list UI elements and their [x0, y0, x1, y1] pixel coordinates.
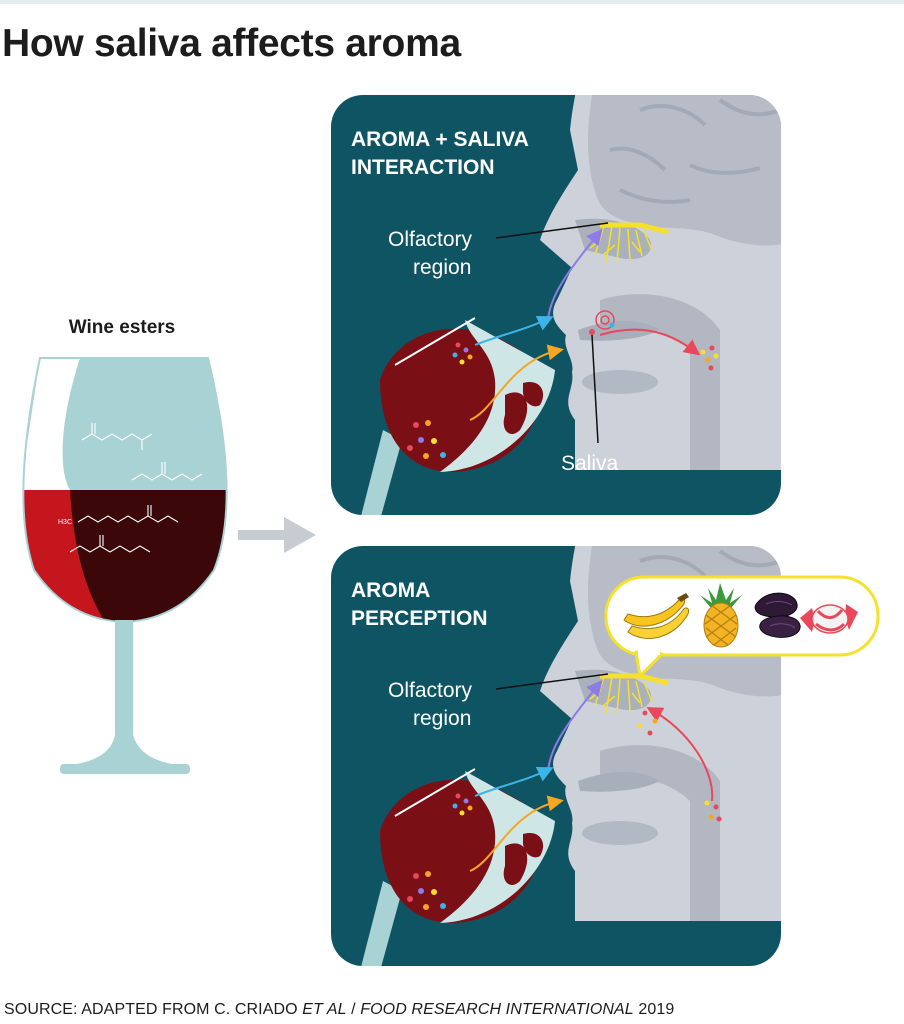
- flow-arrow: [238, 517, 316, 553]
- panel-aroma-saliva-interaction: AROMA + SALIVA INTERACTION Olfactory reg…: [331, 95, 781, 515]
- candy-icon: [800, 604, 858, 634]
- wine-glass: Wine esters H3C: [22, 317, 228, 774]
- dried-plum-icon: [754, 592, 801, 638]
- source-et-al: ET AL: [302, 1001, 347, 1018]
- panel-bottom-heading-line2: PERCEPTION: [351, 607, 488, 630]
- chem-h3c-label: H3C: [58, 519, 72, 526]
- aroma-speech-bubble: [604, 575, 880, 678]
- panel-bottom-heading-line1: AROMA: [351, 579, 430, 602]
- source-journal: FOOD RESEARCH INTERNATIONAL: [360, 1001, 634, 1018]
- banana-icon: [623, 593, 689, 639]
- panel-bottom-olfactory-label-line2: region: [413, 707, 471, 730]
- panel-top-heading-line1: AROMA + SALIVA: [351, 128, 529, 151]
- source-prefix: SOURCE: ADAPTED FROM C. CRIADO: [4, 1001, 303, 1018]
- saliva-label: Saliva: [561, 452, 619, 475]
- panel-top-olfactory-label-line2: region: [413, 256, 471, 279]
- panel-top-olfactory-label-line1: Olfactory: [388, 228, 473, 251]
- pineapple-icon: [700, 583, 742, 648]
- ester-structures: [69, 423, 203, 553]
- head-profile-icon: [538, 95, 781, 472]
- panel-top-heading-line2: INTERACTION: [351, 156, 495, 179]
- source-separator: /: [346, 1001, 361, 1018]
- top-rule: [0, 0, 904, 4]
- source-year: 2019: [633, 1001, 675, 1018]
- page-title: How saliva affects aroma: [2, 22, 461, 65]
- source-credit: SOURCE: ADAPTED FROM C. CRIADO ET AL / F…: [4, 1001, 674, 1019]
- wine-esters-label: Wine esters: [69, 317, 176, 338]
- panel-bottom-olfactory-label-line1: Olfactory: [388, 679, 473, 702]
